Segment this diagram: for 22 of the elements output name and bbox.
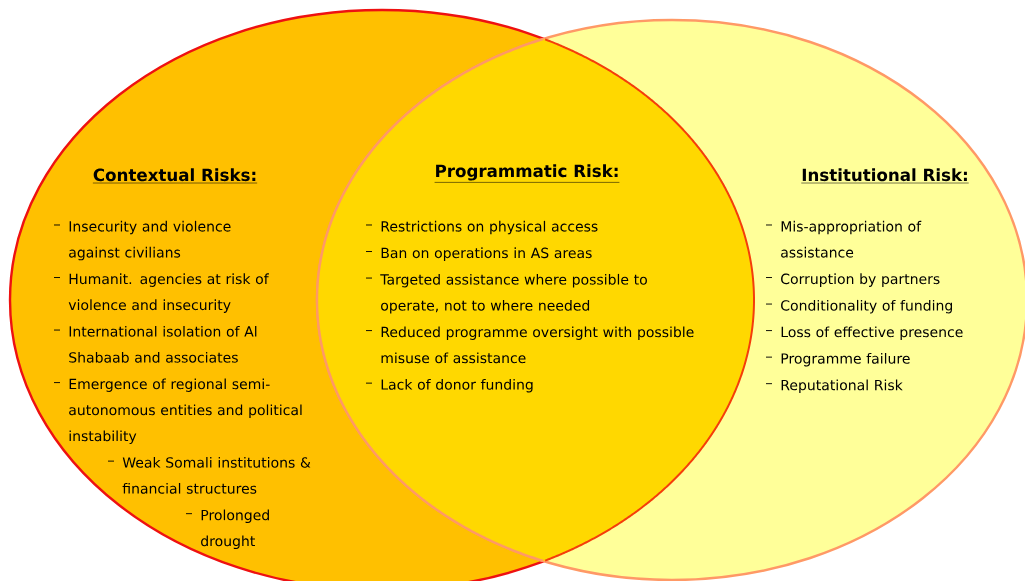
node-label: Prolonged drought (201, 509, 269, 550)
list-item: Loss of effective presence (765, 326, 963, 340)
list-item: Insecurity and violence against civilians (53, 220, 231, 261)
list-item: International isolation of Al Shabaab and associates (53, 325, 257, 363)
list-item: Prolonged drought (185, 509, 269, 550)
list-item: Emergence of regional semi-autonomous entities and political instability (53, 378, 302, 444)
heading: Institutional Risk: (801, 168, 969, 184)
list-item: Humanit. agencies at risk of violence and insecurity (53, 273, 269, 313)
list-item: Reputational Risk (765, 379, 903, 394)
list-item: Corruption by partners (765, 273, 940, 287)
heading: Programmatic Risk: (434, 164, 620, 183)
list-item: Targeted assistance where possible to operate, not to where needed (365, 273, 647, 314)
list-item: Conditionality of funding (765, 299, 952, 314)
list-item: Reduced programme oversight with possible misuse of assistance (365, 326, 694, 364)
heading: Contextual Risks: (92, 168, 258, 184)
list-item: Restrictions on physical access (365, 220, 598, 235)
list-item: Lack of donor funding (365, 378, 533, 393)
list-item: Mis-appropriation of assistance (765, 220, 922, 258)
list-item: Ban on operations in AS areas (365, 247, 592, 261)
overlap-region (315, 37, 755, 563)
list-item: Weak Somali institutions & financial structures (107, 456, 311, 494)
list-item: Programme failure (765, 352, 910, 367)
